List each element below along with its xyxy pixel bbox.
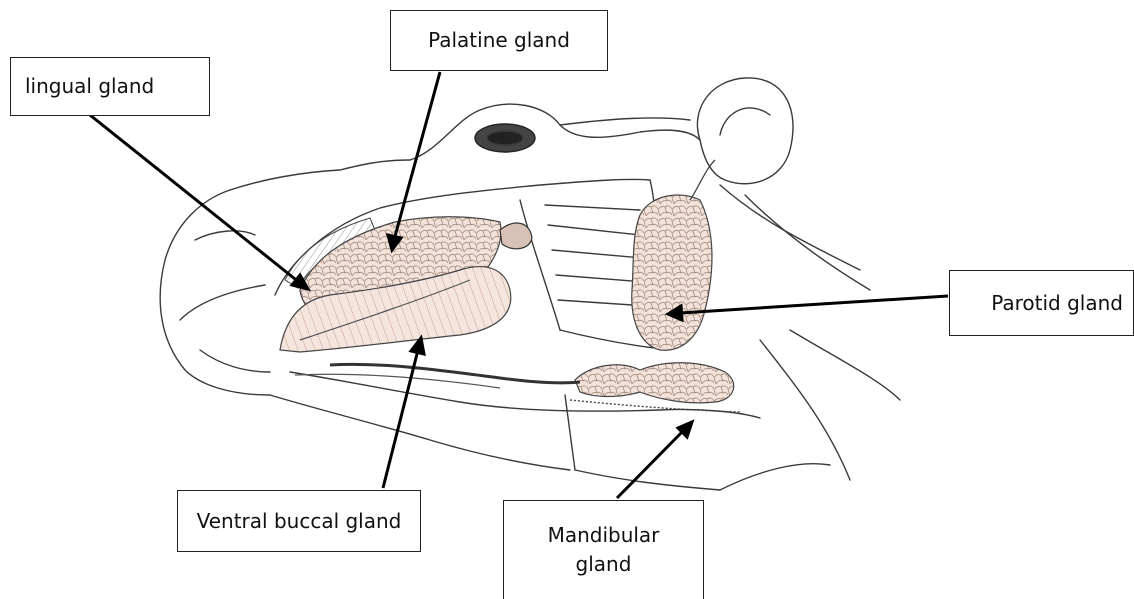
mandibular-gland-label: Mandibular gland [503, 500, 704, 599]
parotid-gland [632, 195, 712, 350]
mandibular-gland [575, 363, 734, 403]
ventral-buccal-duct [330, 364, 580, 382]
parotid-gland-text: Parotid gland [991, 289, 1123, 318]
parotid-gland-label: Parotid gland [949, 270, 1134, 336]
ventral-buccal-gland-text: Ventral buccal gland [197, 507, 402, 536]
palatine-gland-label: Palatine gland [390, 10, 608, 71]
ventral-buccal-gland-label: Ventral buccal gland [177, 490, 421, 552]
palatine-gland-text: Palatine gland [428, 26, 570, 55]
mandibular-gland-text: Mandibular gland [548, 521, 660, 579]
lingual-gland-text: lingual gland [25, 72, 154, 101]
lingual-gland-label: lingual gland [10, 57, 210, 116]
small-gland [500, 223, 532, 249]
ear-icon [697, 78, 793, 184]
head-outline [160, 78, 900, 490]
